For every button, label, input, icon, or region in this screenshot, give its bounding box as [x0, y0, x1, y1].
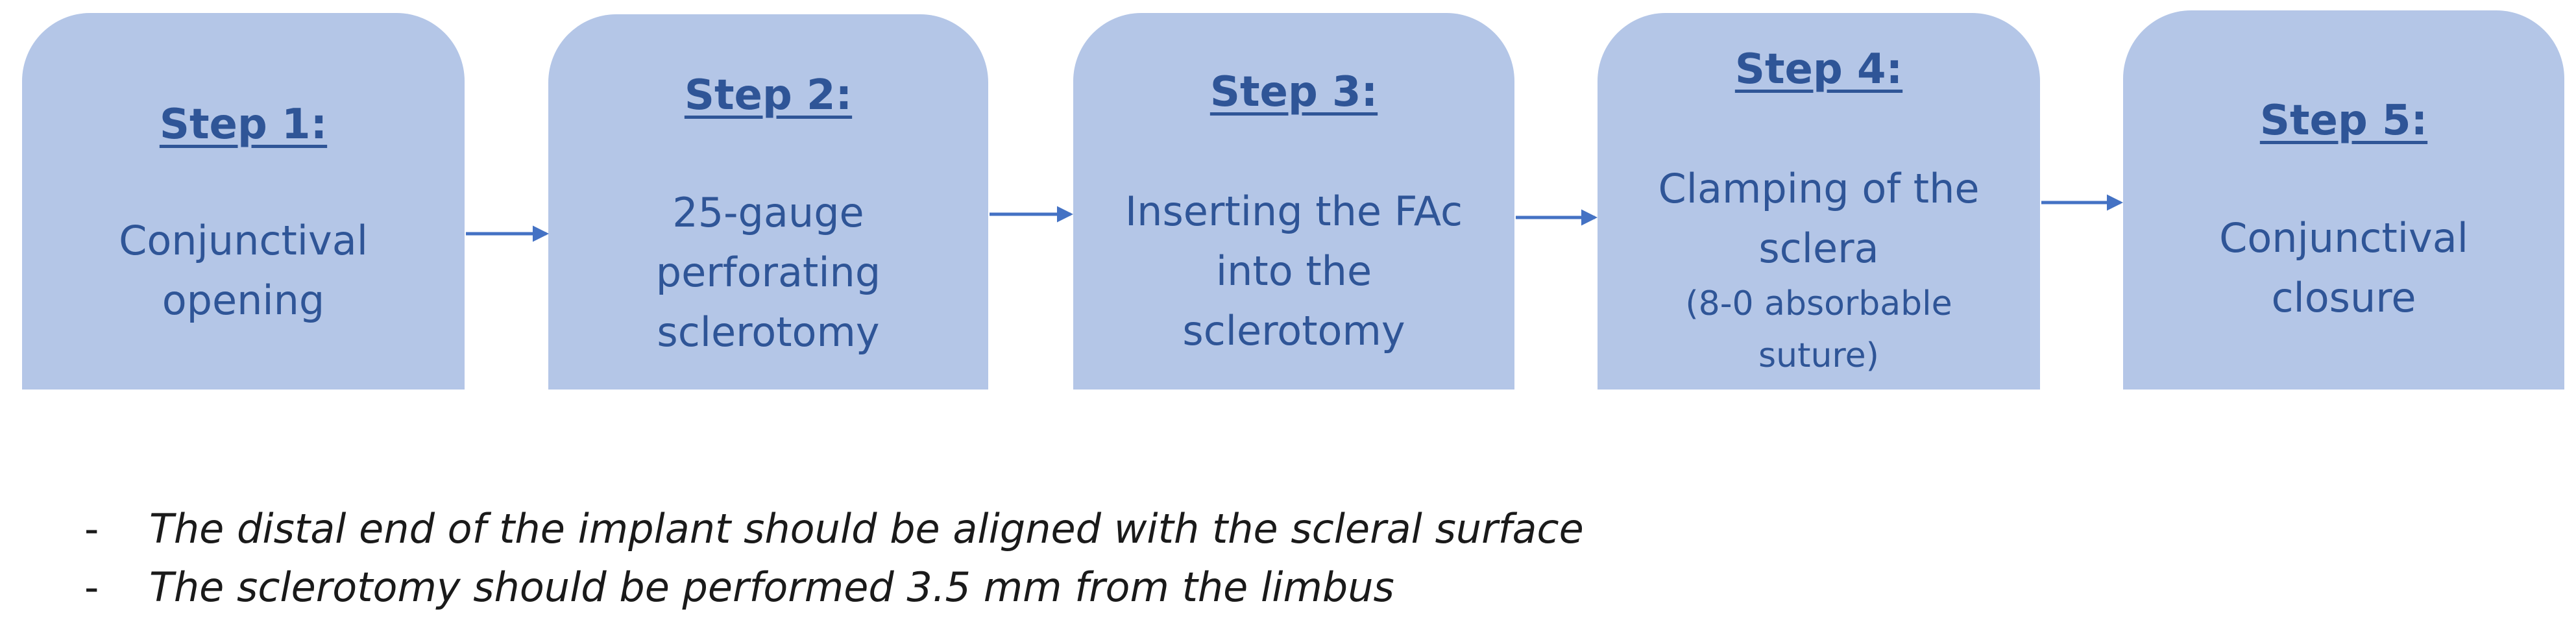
step-2-line-1: 25-gauge: [672, 189, 864, 236]
step-2-text: 25-gauge perforating sclerotomy: [548, 183, 988, 362]
step-2-line-3: sclerotomy: [657, 308, 880, 356]
step-3-line-2: into the: [1215, 247, 1372, 295]
step-1-box: Step 1: Conjunctival opening: [22, 13, 465, 390]
step-3-text: Inserting the FAc into the sclerotomy: [1073, 182, 1514, 361]
step-4-box: Step 4: Clamping of the sclera (8-0 abso…: [1598, 13, 2040, 390]
step-1-line-1: Conjunctival: [119, 217, 368, 264]
step-2-title: Step 2:: [684, 71, 853, 119]
step-1-line-2: opening: [162, 277, 325, 324]
step-3-title: Step 3:: [1209, 68, 1378, 116]
step-4-line-2: sclera: [1758, 225, 1879, 272]
step-4-note-line-2: suture): [1758, 336, 1879, 375]
note-bullet: -: [84, 505, 99, 552]
step-5-box: Step 5: Conjunctival closure: [2123, 10, 2564, 390]
step-2-box: Step 2: 25-gauge perforating sclerotomy: [548, 14, 988, 390]
step-4-note: (8-0 absorbable suture): [1598, 278, 2040, 382]
step-5-title: Step 5:: [2259, 97, 2428, 145]
step-4-text: Clamping of the sclera: [1598, 159, 2040, 278]
note-text: The distal end of the implant should be …: [149, 505, 1584, 552]
step-5-line-2: closure: [2271, 274, 2416, 321]
step-1-title: Step 1:: [159, 101, 328, 149]
step-2-line-2: perforating: [655, 249, 881, 296]
step-3-line-3: sclerotomy: [1182, 307, 1405, 354]
note-bullet: -: [84, 563, 99, 611]
step-5-line-1: Conjunctival: [2219, 214, 2468, 262]
step-3-line-1: Inserting the FAc: [1124, 188, 1463, 235]
step-5-text: Conjunctival closure: [2123, 208, 2564, 328]
step-3-box: Step 3: Inserting the FAc into the scler…: [1073, 13, 1514, 390]
step-1-text: Conjunctival opening: [22, 211, 465, 330]
step-4-note-line-1: (8-0 absorbable: [1685, 284, 1952, 323]
step-4-title: Step 4:: [1734, 45, 1903, 93]
note-text: The sclerotomy should be performed 3.5 m…: [149, 563, 1394, 611]
step-4-line-1: Clamping of the: [1658, 165, 1980, 212]
